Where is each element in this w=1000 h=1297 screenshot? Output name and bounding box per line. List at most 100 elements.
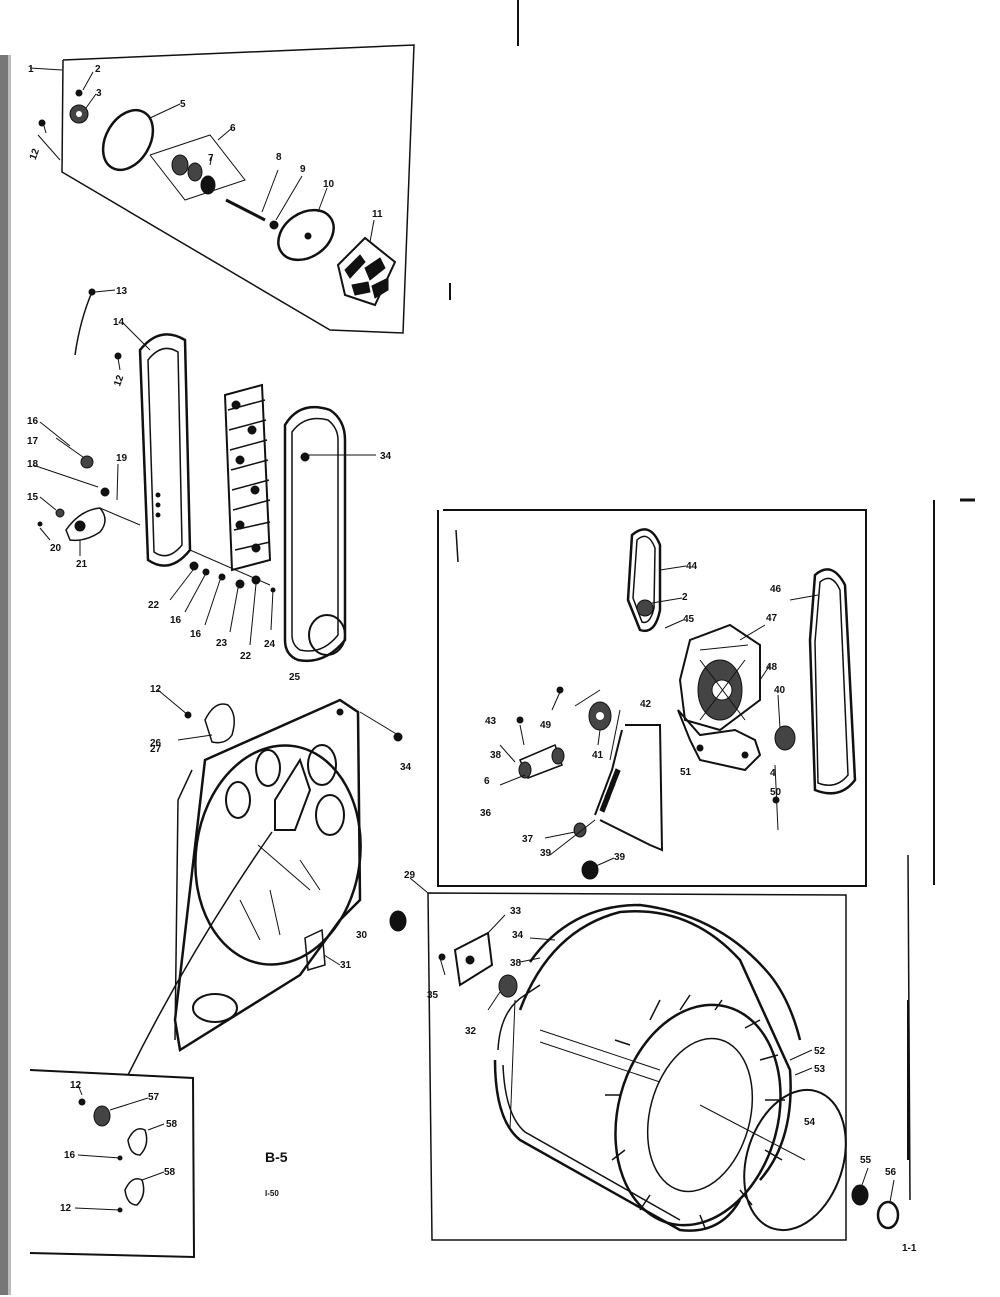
part-5	[101, 108, 155, 172]
blower-wheel	[336, 219, 397, 307]
drum-box	[409, 877, 900, 1241]
heater-labels: 13 14 12 16 17 18 19 15 20 21 22 16 16 2…	[27, 286, 392, 683]
scan-edge	[0, 0, 975, 1295]
callout: 42	[640, 699, 652, 710]
callout: 49	[540, 720, 552, 731]
callout: 14	[113, 317, 125, 328]
drum-box-labels: 29 33 34 35 38 32 52 53 54 55 56	[404, 870, 897, 1178]
callout: 56	[885, 1167, 897, 1178]
callout: 32	[465, 1026, 477, 1037]
callout: 22	[240, 651, 252, 662]
callout: 54	[804, 1117, 816, 1128]
callout: 15	[27, 492, 39, 503]
dryer-drum	[493, 910, 792, 1232]
part-10	[277, 208, 335, 262]
callout: 5	[180, 99, 186, 110]
heater-housing	[283, 405, 376, 663]
callout: 7	[208, 153, 214, 164]
callout: 38	[490, 750, 502, 761]
part-32	[498, 974, 518, 998]
callout: 45	[683, 614, 695, 625]
callout: 19	[116, 453, 128, 464]
callout: 2	[682, 592, 688, 603]
callout: 2	[95, 64, 101, 75]
callout: 29	[404, 870, 416, 881]
bulkhead-labels: 12 26 27 34 30 31	[150, 684, 412, 971]
callout: 6	[484, 776, 490, 787]
callout: 41	[592, 750, 604, 761]
callout: 16	[64, 1150, 76, 1161]
callout: 27	[150, 744, 162, 755]
callout: 12	[60, 1203, 72, 1214]
part-58	[127, 1128, 148, 1156]
callout: 52	[814, 1046, 826, 1057]
callout: 34	[400, 762, 412, 773]
callout: 4	[770, 768, 776, 779]
callout: 36	[480, 808, 492, 819]
callout: 44	[686, 561, 698, 572]
callout: 58	[166, 1119, 178, 1130]
callout: 48	[766, 662, 778, 673]
callout: 20	[50, 543, 62, 554]
callout: 22	[148, 600, 160, 611]
callout: 57	[148, 1092, 160, 1103]
callout: 46	[770, 584, 782, 595]
heater-group	[32, 288, 376, 663]
callout: 34	[380, 451, 392, 462]
callout: 23	[216, 638, 228, 649]
callout: 40	[774, 685, 786, 696]
callout: 17	[27, 436, 39, 447]
part-57	[93, 1105, 111, 1127]
inset-box	[29, 1069, 196, 1259]
part-33	[453, 931, 494, 987]
motor	[678, 623, 771, 732]
callout: 43	[485, 716, 497, 727]
callout: 25	[289, 672, 301, 683]
callout: 18	[27, 459, 39, 470]
callout: 13	[116, 286, 128, 297]
callout: 47	[766, 613, 778, 624]
callout: 12	[150, 684, 162, 695]
callout: 35	[427, 990, 439, 1001]
top-box-labels: 1 2 3 5 6 7 8 9 10 11 12	[28, 64, 383, 220]
callout: 12	[70, 1080, 82, 1091]
page-subcode: I-50	[265, 1189, 279, 1198]
part-56	[876, 1200, 900, 1230]
callout: 34	[512, 930, 524, 941]
part-31	[304, 928, 326, 971]
corner-mark: 1-1	[902, 1243, 917, 1254]
page-code: B-5	[265, 1149, 288, 1165]
callout: 12	[28, 147, 42, 162]
heater-duct	[121, 321, 192, 567]
callout: 58	[164, 1167, 176, 1178]
callout: 53	[814, 1064, 826, 1075]
callout: 12	[112, 373, 126, 388]
callout: 50	[770, 787, 782, 798]
callout: 37	[522, 834, 534, 845]
callout: 9	[300, 164, 306, 175]
heater-element	[223, 383, 272, 572]
bulkhead-plate	[173, 698, 403, 1053]
motor-box-labels: 44 2 45 47 46 48 49 41 42 43 38 6 36 37 …	[480, 561, 786, 863]
inset-box-labels: 12 57 58 16 12 58	[60, 1080, 178, 1214]
part-54	[743, 1088, 847, 1232]
part-55	[851, 1184, 869, 1206]
callout: 30	[356, 930, 368, 941]
part-26	[204, 703, 235, 744]
part-21	[65, 507, 106, 542]
callout: 16	[170, 615, 182, 626]
part-58b	[124, 1178, 145, 1206]
callout: 38	[510, 958, 522, 969]
callout: 39	[540, 848, 552, 859]
callout: 26	[150, 738, 162, 749]
callout: 21	[76, 559, 88, 570]
callout: 55	[860, 1155, 872, 1166]
part-30	[389, 910, 407, 932]
callout: 8	[276, 152, 282, 163]
callout: 3	[96, 88, 102, 99]
callout: 6	[230, 123, 236, 134]
bulkhead-group	[127, 689, 407, 1076]
callout: 11	[372, 209, 383, 220]
callout: 16	[27, 416, 39, 427]
